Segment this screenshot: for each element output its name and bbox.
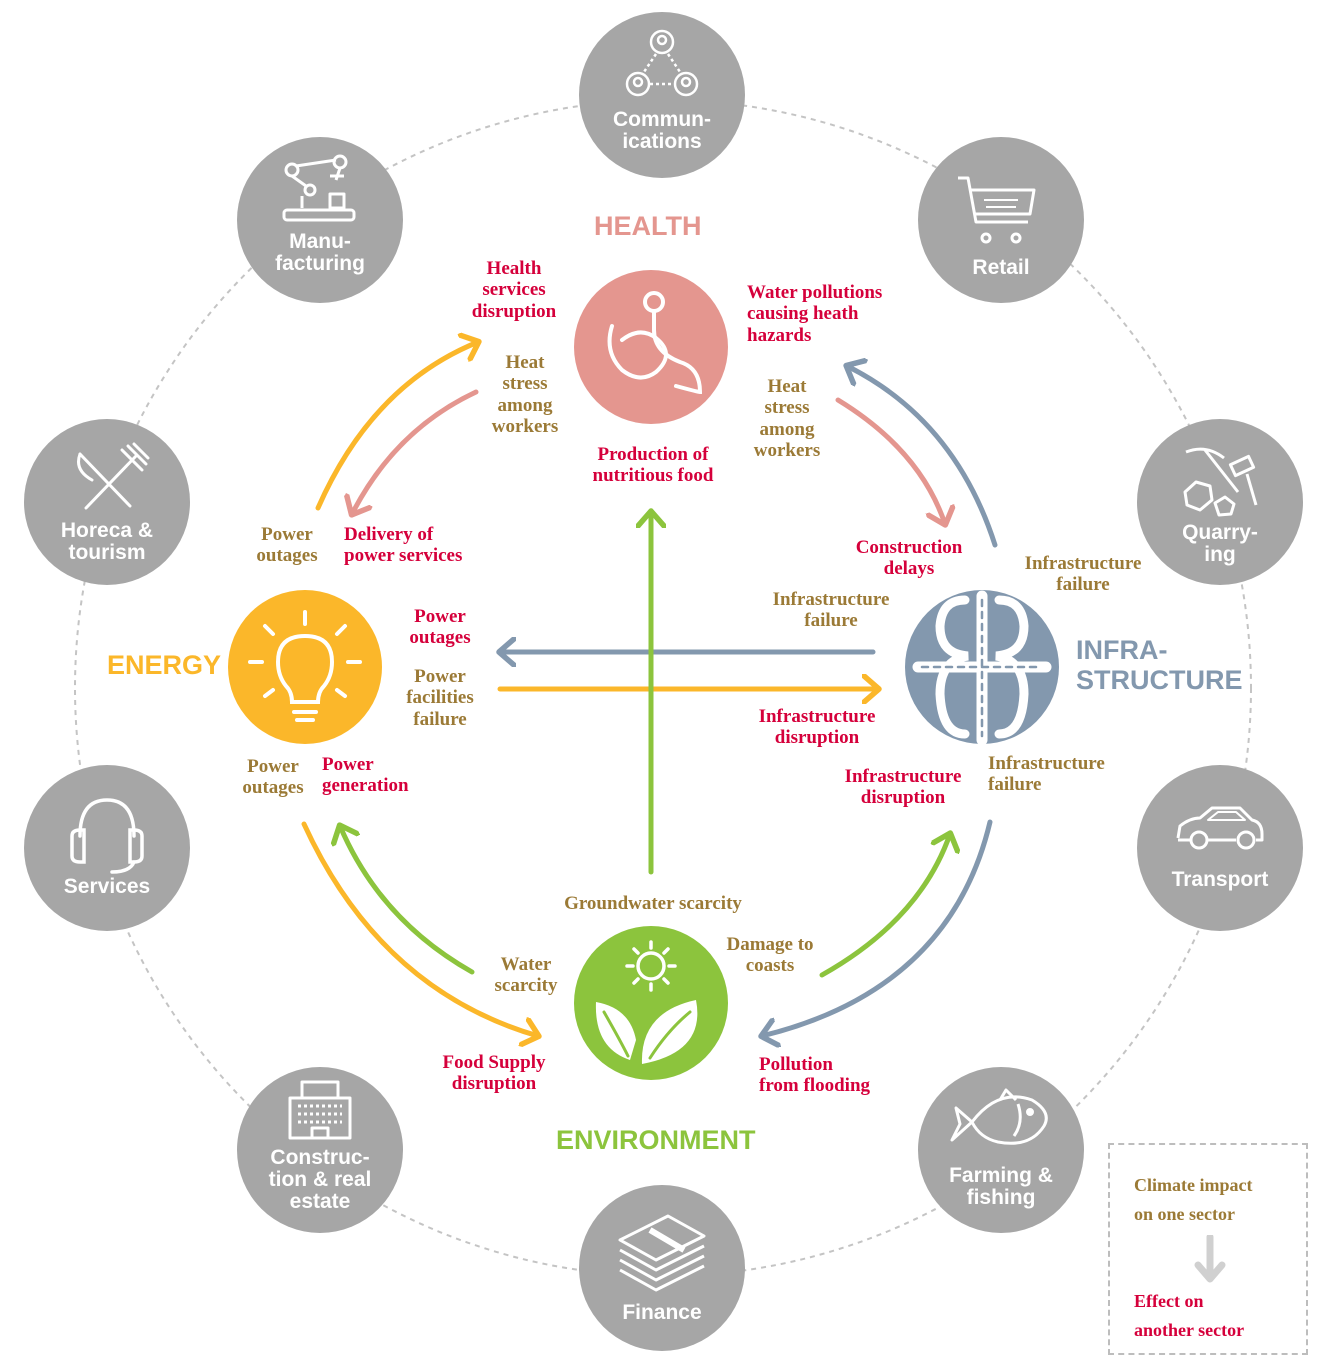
hub-title-environment: ENVIRONMENT [556,1125,756,1155]
robot-arm-icon [282,154,356,222]
sector-circle-communications[interactable] [579,12,745,178]
sector-label-finance: Finance [622,1301,702,1324]
hub-circle-health[interactable] [574,270,728,424]
sun-leaves-icon [595,940,698,1064]
arrow-energy-to-environment [301,821,538,1036]
label-food-supply-disruption: Food Supply disruption [442,1052,546,1095]
sector-circles [24,12,1303,1351]
sector-circle-quarrying[interactable] [1137,419,1303,585]
legend: Climate impact on one sector Effect on a… [1108,1143,1308,1355]
headset-icon [70,798,144,874]
shopping-cart-icon [958,176,1036,244]
pickaxe-hammer-icon [1183,447,1258,517]
stethoscope-icon [607,291,703,395]
label-heat-stress-left: Heat stress among workers [491,352,559,437]
sector-label-communications: Commun- ications [613,108,711,154]
hub-title-energy: ENERGY [107,650,222,680]
arrow-environment-to-infrastructure [819,834,950,978]
label-power-facilities-failure: Power facilities failure [406,666,474,730]
arrow-infrastructure-to-health [847,366,998,548]
label-infrastructure-failure-mid: Infrastructure failure [772,589,890,632]
fish-icon [950,1088,1048,1145]
sector-circle-construction[interactable] [237,1067,403,1233]
label-delivery-power-services: Delivery of power services [344,524,463,567]
label-construction-delays: Construction delays [855,537,963,580]
legend-down-arrow-icon [1194,1235,1226,1283]
sector-label-retail: Retail [972,256,1030,279]
money-stack-icon [618,1214,706,1292]
sector-label-transport: Transport [1171,868,1269,891]
arrow-infrastructure-to-environment [762,819,993,1036]
arrow-health-to-energy [352,389,479,514]
sector-label-horeca-tourism: Horeca & tourism [60,519,154,565]
label-water-scarcity: Water scarcity [494,954,558,997]
label-health-services-disruption: Health services disruption [471,258,557,322]
road-interchange-icon [912,590,1052,746]
label-heat-stress-right: Heat stress among workers [753,376,821,461]
legend-effect-text: Effect on another sector [1134,1291,1245,1340]
sector-circle-transport[interactable] [1137,765,1303,931]
hub-title-infrastructure: INFRA- STRUCTURE [1076,635,1243,695]
sector-circle-services[interactable] [24,765,190,931]
arrows [301,342,998,1036]
network-icon [625,29,699,97]
fork-knife-icon [77,442,150,510]
lightbulb-icon [248,610,362,722]
label-infrastructure-disruption-mid: Infrastructure disruption [758,706,876,749]
arrow-energy-to-health [315,342,478,511]
label-pollution-from-flooding: Pollution from flooding [759,1054,871,1097]
building-icon [288,1080,352,1140]
label-production-nutritious-food: Production of nutritious food [592,444,714,487]
label-infrastructure-failure-top-right: Infrastructure failure [1024,553,1142,596]
label-infrastructure-failure-bottom: Infrastructure failure [988,753,1105,796]
label-power-outages-mid: Power outages [409,606,471,649]
label-groundwater-scarcity: Groundwater scarcity [564,893,742,914]
label-power-outages-top: Power outages [256,524,318,567]
sector-label-manufacturing: Manu- facturing [275,230,365,276]
legend-impact-text: Climate impact on one sector [1134,1175,1253,1224]
sector-label-farming-fishing: Farming & fishing [949,1164,1053,1210]
sector-label-services: Services [63,875,151,898]
car-icon [1176,806,1264,850]
arrow-health-to-infrastructure [835,397,945,524]
sector-circle-horeca-tourism[interactable] [24,419,190,585]
label-water-pollutions: Water pollutions causing heath hazards [747,282,883,346]
label-power-generation: Power generation [322,754,409,797]
label-infrastructure-disruption-bottom: Infrastructure disruption [844,766,962,809]
sector-label-quarrying: Quarry- ing [1182,521,1258,567]
hub-title-health: HEALTH [594,211,702,241]
arrow-environment-to-energy [340,826,475,975]
label-damage-to-coasts: Damage to coasts [726,934,814,977]
label-power-outages-bottom: Power outages [242,756,304,799]
sector-label-construction: Construc- tion & real estate [268,1146,372,1214]
